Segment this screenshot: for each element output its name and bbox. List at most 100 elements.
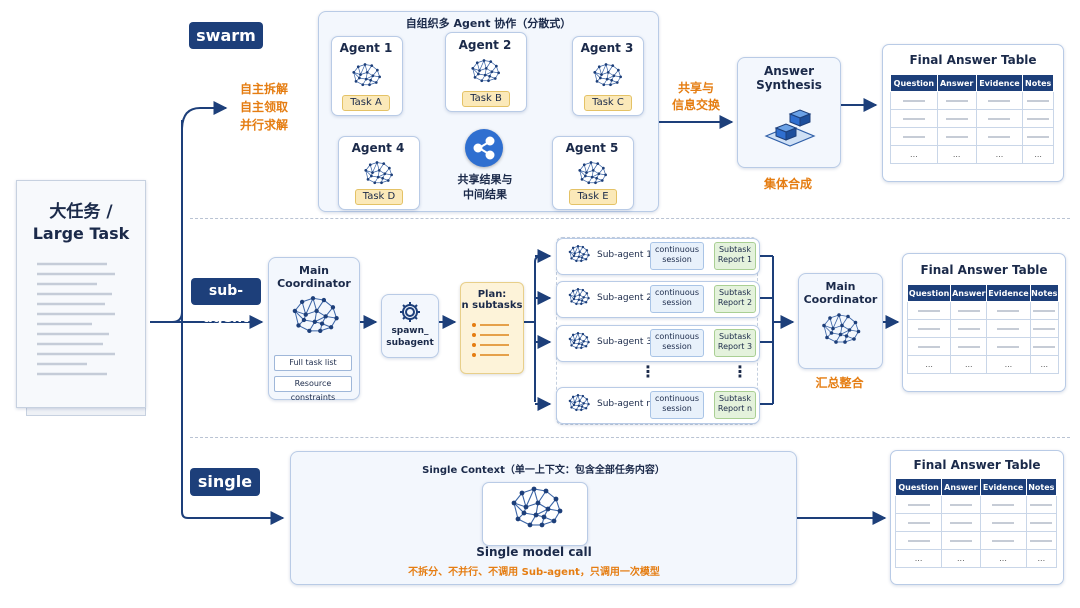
hub-label-line-1: 共享结果与 (457, 173, 513, 186)
agent-4-name: Agent 4 (351, 141, 405, 155)
large-task-title-en: Large Task (32, 224, 130, 243)
placeholder-line (907, 521, 930, 524)
agent-2-name: Agent 2 (458, 38, 512, 52)
placeholder-line (902, 135, 925, 138)
placeholder-line (949, 521, 972, 524)
placeholder-line (902, 99, 925, 102)
synthesis-caption: 集体合成 (763, 177, 812, 191)
table-cell (894, 495, 943, 514)
table-column-header: Notes (1022, 74, 1054, 92)
table-cell: ... (950, 355, 988, 374)
table-cell (894, 513, 943, 532)
brain-icon (573, 158, 609, 191)
table-column-header: Evidence (979, 478, 1027, 496)
table-cell (1029, 301, 1060, 320)
brain-icon (815, 309, 863, 351)
table-cell (950, 319, 988, 338)
table-cell (979, 495, 1027, 514)
single-model-box (482, 482, 588, 546)
brain-icon (588, 60, 624, 93)
placeholder-line (992, 539, 1015, 542)
placeholder-line (1033, 345, 1056, 348)
agent-5-task: Task E (569, 189, 617, 205)
placeholder-line (957, 345, 980, 348)
main-coordinator-merge-card: Main Coordinator (798, 273, 883, 369)
agent-3-name: Agent 3 (580, 41, 634, 55)
session-3-a: continuous (655, 332, 699, 341)
plan-card: Plan: n subtasks (460, 282, 524, 374)
placeholder-line (988, 99, 1011, 102)
placeholder-line (945, 117, 968, 120)
report-n-b: Report n (717, 404, 753, 413)
subagent-n-label: Sub-agent n (597, 399, 652, 409)
table-row (894, 531, 1058, 550)
agent-4-task: Task D (355, 189, 403, 205)
full-task-list-chip: Full task list (274, 355, 352, 371)
large-task-title-cn: 大任务 / (49, 202, 113, 222)
table-cell (906, 319, 952, 338)
table-column-header: Evidence (986, 284, 1031, 302)
session-2-b: session (662, 298, 692, 307)
table-row: ............ (890, 145, 1054, 164)
placeholder-line (997, 309, 1020, 312)
doc-text-lines (37, 262, 115, 376)
table-cell (975, 109, 1024, 128)
ellipsis-right: ⋮ (732, 362, 748, 381)
table-cell (979, 513, 1027, 532)
subagent-3-label: Sub-agent 3 (597, 337, 652, 347)
divider-swarm-subagent (190, 218, 1070, 219)
placeholder-line (918, 345, 941, 348)
spawn-label-1: spawn_ (391, 326, 429, 336)
single-note: 不拆分、不并行、不调用 Sub-agent，只调用一次模型 (408, 567, 660, 578)
table-row (906, 301, 1060, 320)
session-n-a: continuous (655, 394, 699, 403)
table-cell (1025, 513, 1058, 532)
large-task-document: 大任务 / Large Task (16, 180, 148, 416)
single-context-title: Single Context（单一上下文：包含全部任务内容） (422, 465, 665, 476)
session-n-b: session (662, 404, 692, 413)
table-cell (1022, 109, 1054, 128)
agent-2-task: Task B (462, 91, 510, 107)
table-cell (1029, 319, 1060, 338)
single-model-call-label: Single model call (476, 545, 592, 559)
table-row (890, 109, 1054, 128)
placeholder-line (1030, 539, 1053, 542)
placeholder-line (988, 117, 1011, 120)
placeholder-line (945, 99, 968, 102)
table-cell (941, 495, 981, 514)
placeholder-line (992, 521, 1015, 524)
session-3-b: session (662, 342, 692, 351)
plan-title-1: Plan: (477, 289, 507, 300)
table-cell: ... (936, 145, 977, 164)
synthesis-title-2: Synthesis (756, 78, 822, 92)
table-cell: ... (1029, 355, 1060, 374)
placeholder-line (918, 309, 941, 312)
table-cell: ... (941, 549, 981, 568)
table-cell (1025, 531, 1058, 550)
merge-caption: 汇总整合 (815, 376, 864, 390)
placeholder-line (957, 309, 980, 312)
table-row (894, 513, 1058, 532)
exchange-label-line-2: 信息交换 (671, 98, 720, 112)
table-cell (1022, 91, 1054, 110)
table-cell (1025, 495, 1058, 514)
placeholder-line (949, 503, 972, 506)
table-column-header: Notes (1025, 478, 1058, 496)
brain-icon (284, 291, 342, 341)
placeholder-line (992, 503, 1015, 506)
table-cell: ... (1022, 145, 1054, 164)
placeholder-line (1030, 521, 1053, 524)
coordinator-title-1: Main (299, 264, 329, 277)
agent-1-task: Task A (342, 95, 390, 111)
table-row (894, 495, 1058, 514)
session-1-a: continuous (655, 245, 699, 254)
brain-icon (565, 286, 591, 311)
table-cell (1029, 337, 1060, 356)
placeholder-line (1027, 117, 1050, 120)
